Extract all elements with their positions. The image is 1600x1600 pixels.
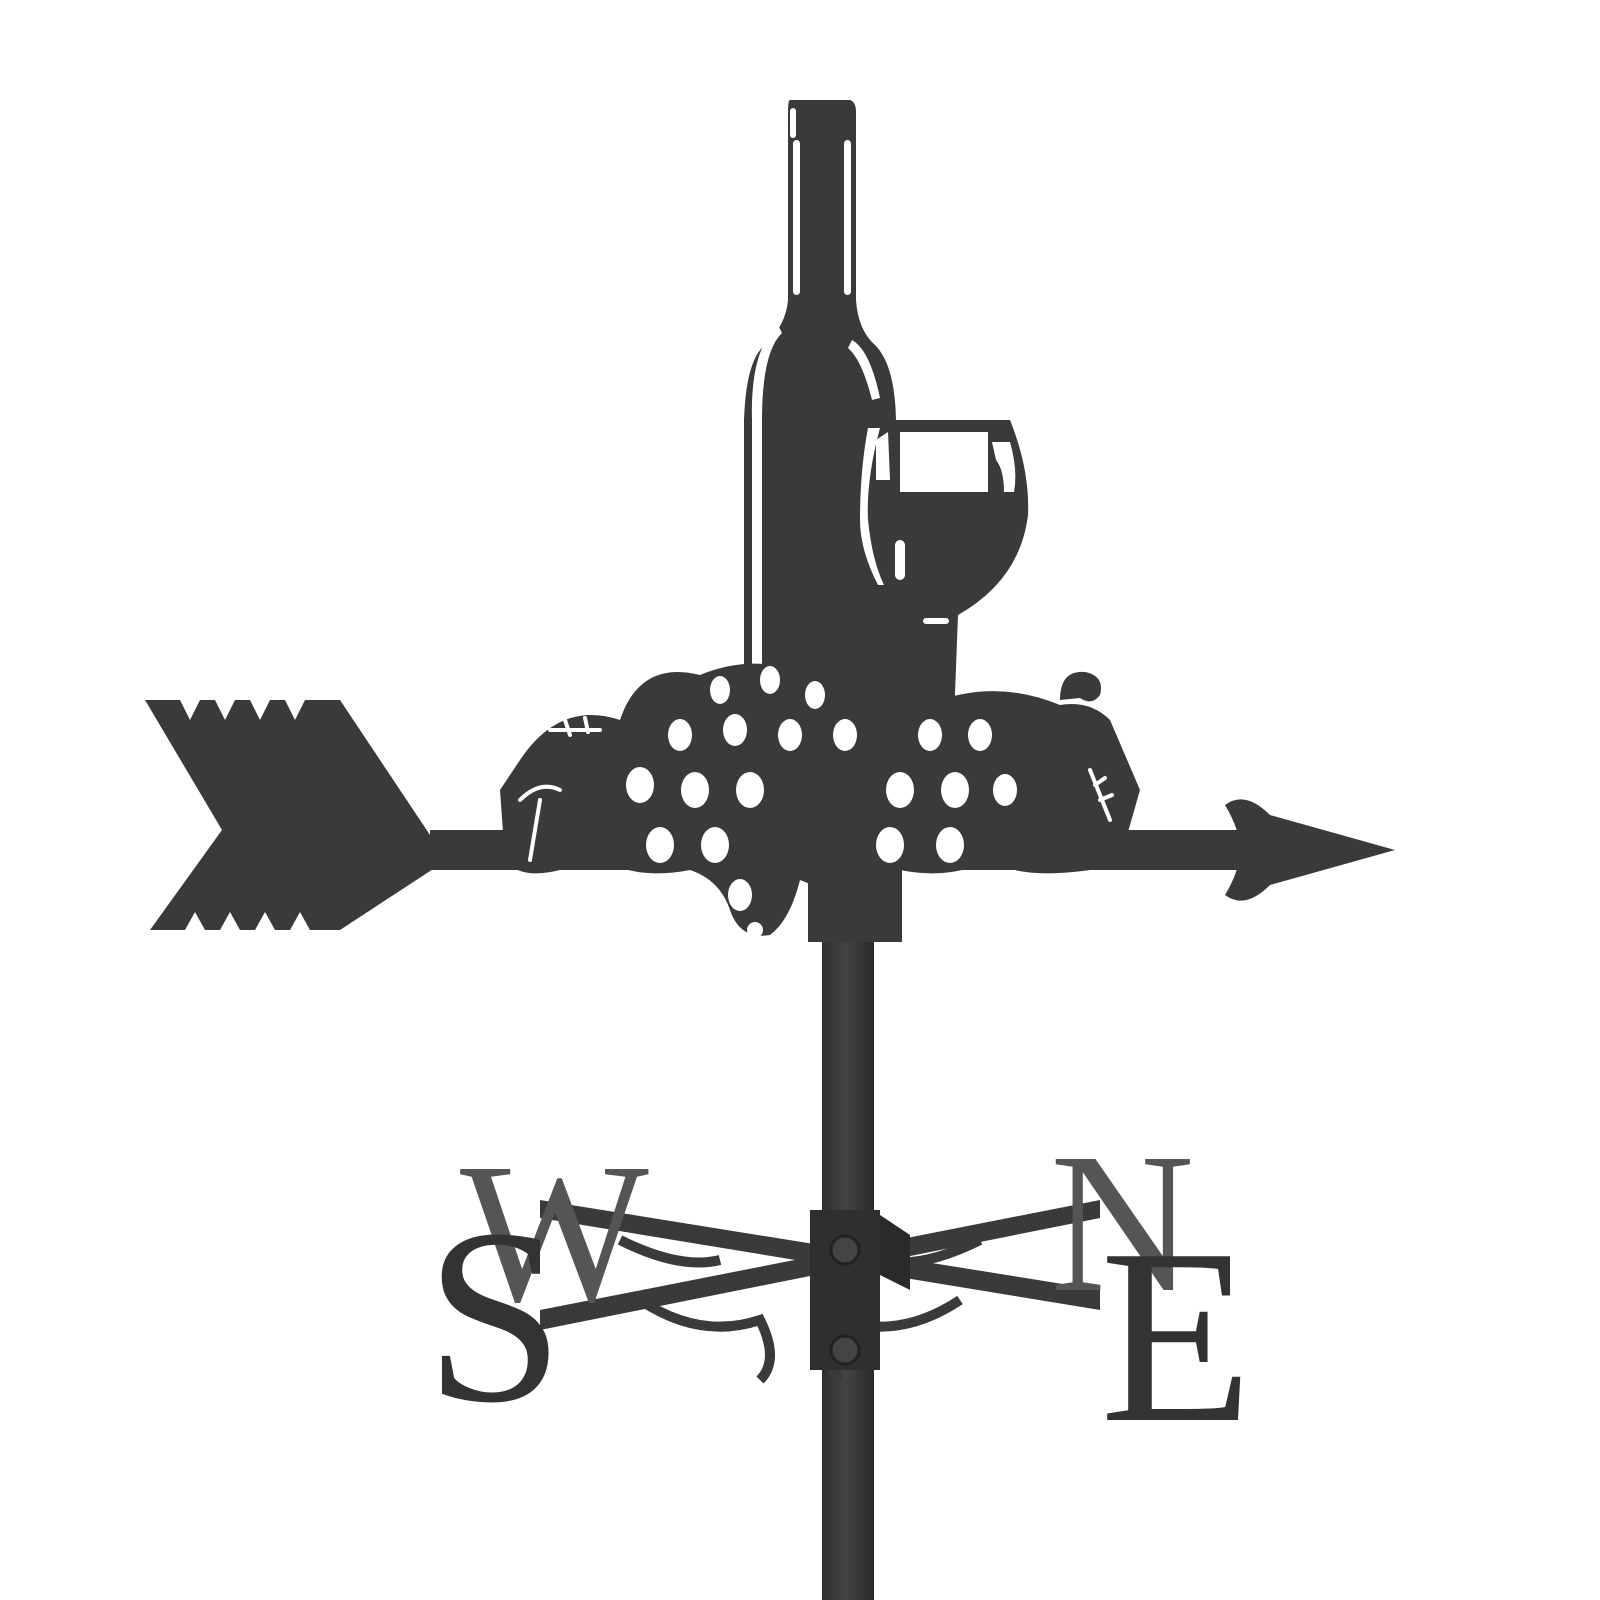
compass-letters: W S N E	[425, 1113, 1253, 1475]
arrow-head	[1225, 799, 1395, 901]
grape-cluster-icon	[500, 663, 1140, 938]
compass-letter-w: W	[460, 1123, 649, 1344]
compass-letter-n: N	[1050, 1113, 1194, 1334]
compass-letter-e: E	[1100, 1198, 1253, 1475]
wine-glass-icon	[851, 420, 1029, 720]
bolt-icon	[829, 1334, 861, 1366]
compass-letter-s: S	[425, 1178, 564, 1455]
compass-arms	[540, 1200, 1100, 1384]
bolt-icon	[829, 1234, 861, 1266]
arrow-tail	[145, 700, 450, 930]
